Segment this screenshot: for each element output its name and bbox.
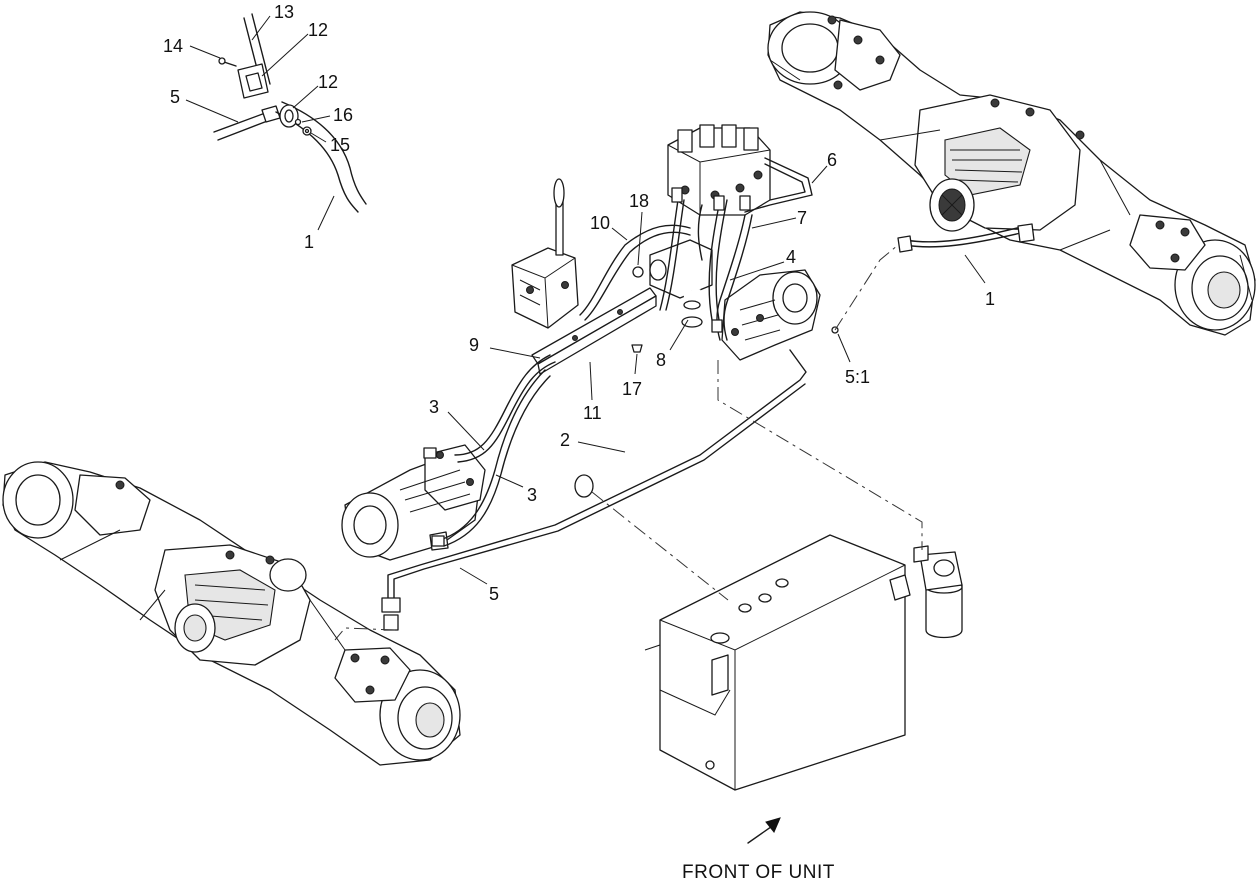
callout-4: 4 bbox=[786, 247, 796, 267]
joystick-valve bbox=[511, 178, 579, 329]
callout-18: 18 bbox=[629, 191, 649, 211]
callout-12-upper: 12 bbox=[308, 20, 328, 40]
callout-10: 10 bbox=[590, 213, 610, 233]
callout-9: 9 bbox=[469, 335, 479, 355]
callout-2: 2 bbox=[560, 430, 570, 450]
callout-3-lower: 3 bbox=[527, 485, 537, 505]
callout-5-1: 5:1 bbox=[845, 367, 870, 387]
callout-7: 7 bbox=[797, 208, 807, 228]
front-axle bbox=[2, 461, 461, 766]
callout-14: 14 bbox=[163, 36, 183, 56]
callout-11: 11 bbox=[583, 403, 602, 423]
rear-axle bbox=[767, 11, 1256, 336]
front-of-unit-indicator: FRONT OF UNIT bbox=[682, 817, 835, 883]
hydraulic-motor bbox=[721, 269, 821, 361]
callout-1-rear-axle: 1 bbox=[985, 289, 995, 309]
callout-3-upper: 3 bbox=[429, 397, 439, 417]
detail-inset bbox=[213, 13, 367, 213]
priority-valve bbox=[649, 239, 713, 299]
callout-5-lower: 5 bbox=[489, 584, 499, 604]
leader-lines bbox=[185, 15, 986, 585]
callout-16: 16 bbox=[333, 105, 353, 125]
hydraulic-pump bbox=[341, 444, 486, 561]
hydraulic-tank bbox=[644, 534, 911, 791]
direction-arrow-icon bbox=[765, 817, 781, 833]
callout-13: 13 bbox=[274, 2, 294, 22]
callout-6: 6 bbox=[827, 150, 837, 170]
callout-12-lower: 12 bbox=[318, 72, 338, 92]
hose-bracket bbox=[531, 287, 657, 375]
callout-5-inset: 5 bbox=[170, 87, 180, 107]
callout-1-inset: 1 bbox=[304, 232, 314, 252]
callout-17: 17 bbox=[622, 379, 642, 399]
main-control-valve bbox=[667, 124, 771, 216]
callout-8: 8 bbox=[656, 350, 666, 370]
hoses bbox=[381, 157, 1035, 631]
callouts: 14 13 12 12 16 15 5 1 6 7 18 10 4 9 8 17… bbox=[163, 2, 995, 604]
callout-15: 15 bbox=[330, 135, 350, 155]
alignment-lines bbox=[334, 244, 923, 641]
return-filter bbox=[913, 545, 963, 639]
front-of-unit-caption: FRONT OF UNIT bbox=[682, 862, 835, 883]
